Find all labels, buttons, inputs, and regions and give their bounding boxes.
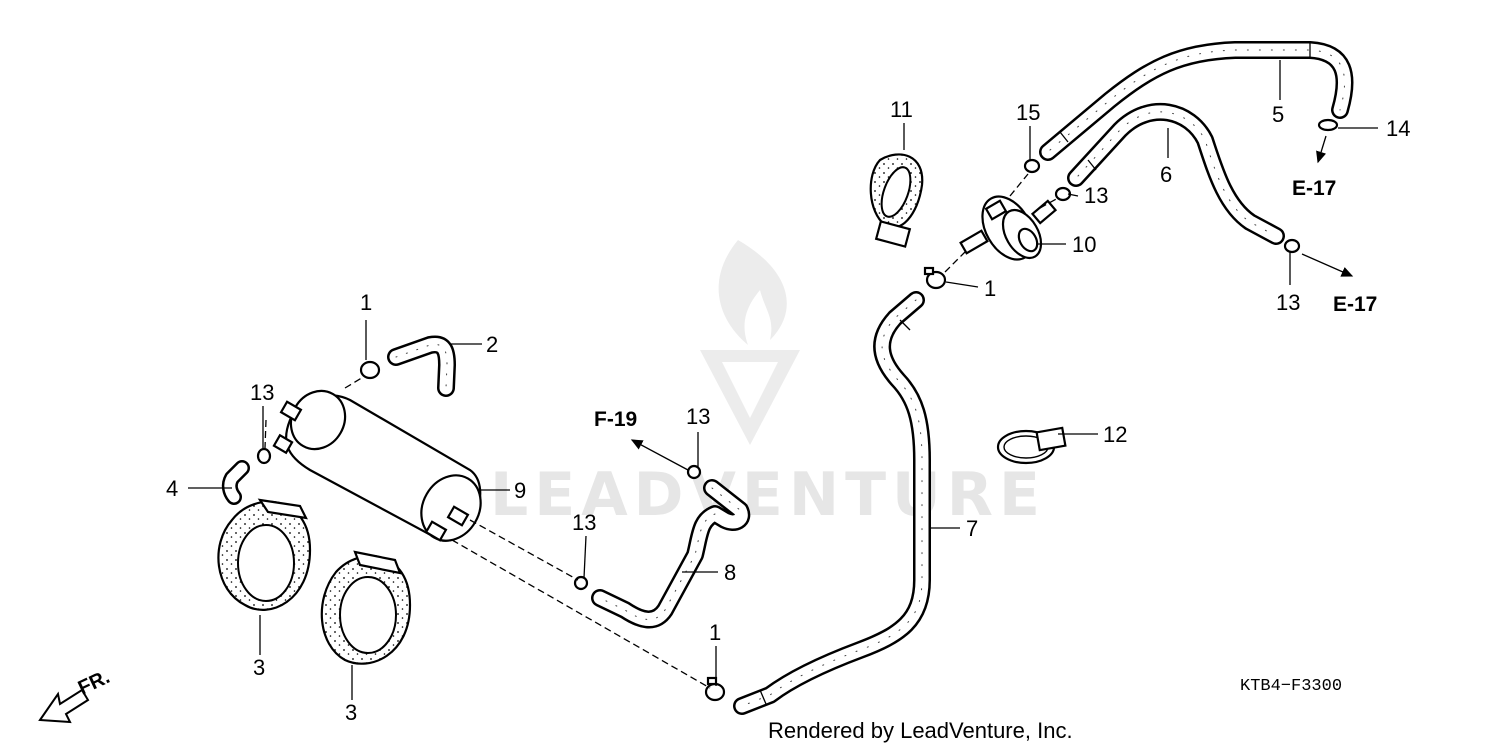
callout-1-bottom: 1 (709, 620, 721, 645)
clamp-13-valve (1054, 186, 1072, 202)
callout-3-left: 3 (253, 655, 265, 680)
ref-f19: F-19 (594, 408, 637, 431)
front-arrow-icon (38, 688, 90, 724)
hose-6 (1067, 103, 1285, 245)
callout-8: 8 (724, 560, 736, 585)
clamp-13-canister (256, 447, 272, 465)
band-3-right (320, 550, 412, 665)
reference-arrows (630, 135, 1354, 471)
clamp-12 (996, 426, 1067, 465)
callout-1-mid: 1 (984, 276, 996, 301)
callouts: 1 2 13 4 9 3 3 13 13 8 1 7 12 1 10 13 15… (166, 97, 1410, 725)
callout-13-hose8: 13 (572, 510, 596, 535)
leader-lines (188, 60, 1378, 700)
watermark-text: LEADVENTURE (490, 460, 1046, 530)
band-3-left (217, 498, 312, 611)
valve-10 (959, 195, 1058, 261)
callout-15: 15 (1016, 100, 1040, 125)
callout-3-right: 3 (345, 700, 357, 725)
watermark: LEADVENTURE (490, 240, 1046, 530)
clip-11 (869, 153, 924, 248)
hose-2 (387, 335, 456, 397)
callout-13-canister: 13 (250, 380, 274, 405)
callout-9: 9 (514, 478, 526, 503)
callout-6: 6 (1160, 162, 1172, 187)
callout-13-f19: 13 (686, 404, 710, 429)
callout-2: 2 (486, 332, 498, 357)
clamp-1-top (359, 360, 381, 380)
clamp-14 (1317, 118, 1339, 132)
reference-labels: F-19 E-17 E-17 (594, 177, 1377, 431)
clamp-1-bottom (704, 676, 726, 702)
callout-5: 5 (1272, 102, 1284, 127)
clamp-1-mid (923, 266, 947, 290)
callout-13-right: 13 (1276, 290, 1300, 315)
callout-11: 11 (890, 97, 913, 122)
hose-8 (591, 479, 751, 629)
callout-4: 4 (166, 476, 178, 501)
canister-9 (272, 389, 482, 542)
assembly-lines (264, 173, 1059, 689)
callout-10: 10 (1072, 232, 1096, 257)
ref-e17-right: E-17 (1333, 293, 1377, 316)
diagram-code: KTB4−F3300 (1240, 677, 1342, 696)
callout-12: 12 (1103, 422, 1127, 447)
clamp-15 (1023, 158, 1041, 174)
callout-7: 7 (966, 516, 978, 541)
clamp-13-right (1283, 238, 1301, 254)
callout-1-top: 1 (360, 290, 372, 315)
clamp-13-f19 (686, 464, 702, 480)
callout-13-valve: 13 (1084, 183, 1108, 208)
hose-5 (1039, 41, 1354, 161)
callout-14: 14 (1386, 116, 1410, 141)
hose-7 (733, 291, 931, 715)
ref-e17-top: E-17 (1292, 177, 1336, 200)
hose-4 (221, 460, 250, 505)
footer-credit: Rendered by LeadVenture, Inc. (768, 718, 1073, 743)
front-direction: FR. (38, 666, 113, 724)
